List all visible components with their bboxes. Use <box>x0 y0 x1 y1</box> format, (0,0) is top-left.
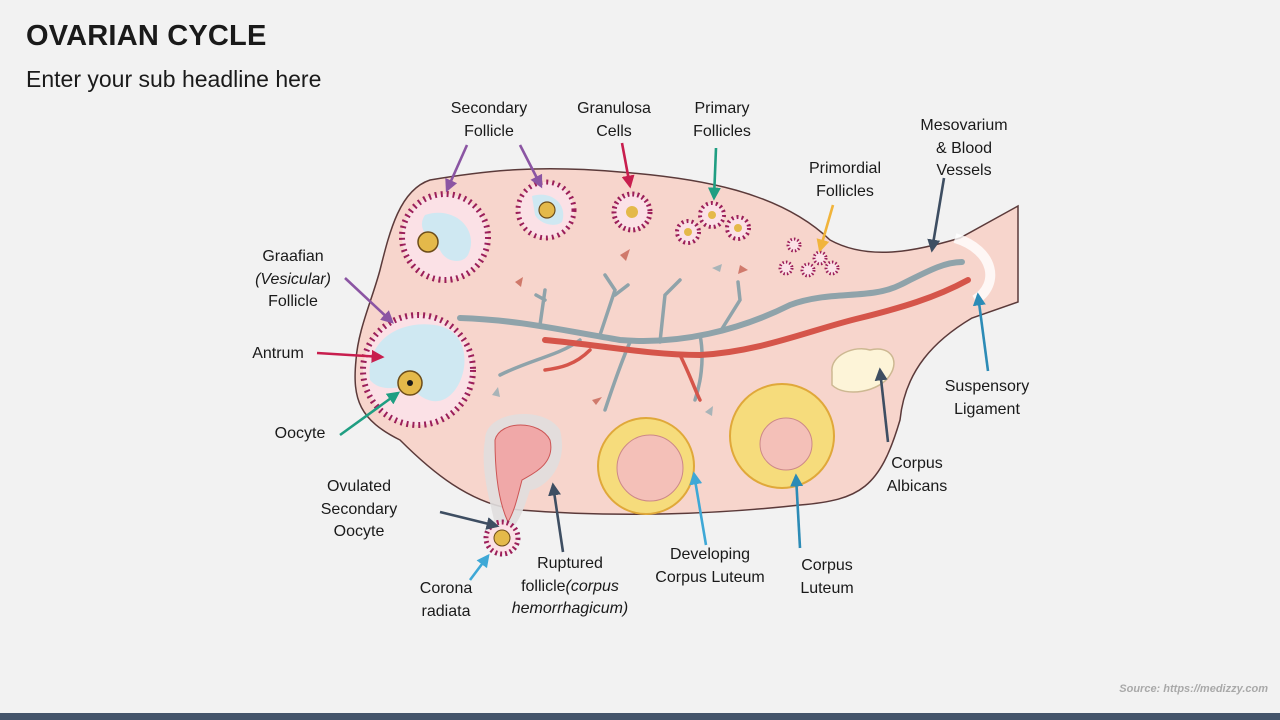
arrow-developing-cl <box>689 471 708 546</box>
graafian-follicle <box>360 312 476 428</box>
arrow-oocyte <box>339 391 401 437</box>
ruptured-follicle <box>483 413 563 557</box>
arrow-primordial <box>816 204 835 253</box>
label-oocyte: Oocyte <box>274 425 326 442</box>
arrow-antrum <box>316 349 385 363</box>
arrow-suspensory <box>972 292 990 372</box>
primordial-follicles <box>778 237 840 278</box>
bottom-bar <box>0 713 1280 720</box>
arrow-primary-follicles <box>707 147 721 201</box>
secondary-follicle-small <box>515 179 577 241</box>
corpus-luteum <box>729 383 835 489</box>
developing-corpus-luteum <box>597 417 695 515</box>
grey-fragments <box>492 264 722 416</box>
grey-vessels <box>457 259 965 412</box>
red-vessels <box>542 277 971 402</box>
arrow-corpus-albicans <box>874 367 890 443</box>
leader-arrows <box>316 142 990 581</box>
arrow-secondary-follicle-1 <box>445 144 469 193</box>
page-title: OVARIAN CYCLE <box>26 20 267 52</box>
arrow-graafian <box>344 277 394 324</box>
label-ruptured-follicle: Ruptured follicle(corpus hemorrhagicum) <box>511 555 629 617</box>
arrow-granulosa <box>620 142 635 189</box>
tissue-fragments <box>515 249 748 405</box>
arrow-mesovarium <box>927 177 946 253</box>
arrow-corpus-luteum <box>790 473 804 549</box>
primary-follicles <box>611 191 751 245</box>
arrow-secondary-follicle-2 <box>518 144 543 189</box>
source-credit: Source: https://medizzy.com <box>1119 683 1268 695</box>
label-antrum: Antrum <box>252 345 304 362</box>
arrow-corona <box>468 553 490 581</box>
secondary-follicle-large <box>399 191 491 283</box>
arrow-ruptured <box>548 482 565 553</box>
page-subtitle: Enter your sub headline here <box>26 66 322 92</box>
arrow-ovulated <box>439 510 500 530</box>
label-graafian-follicle: Graafian(Vesicular)Follicle <box>255 248 331 310</box>
corpus-albicans <box>831 348 895 393</box>
